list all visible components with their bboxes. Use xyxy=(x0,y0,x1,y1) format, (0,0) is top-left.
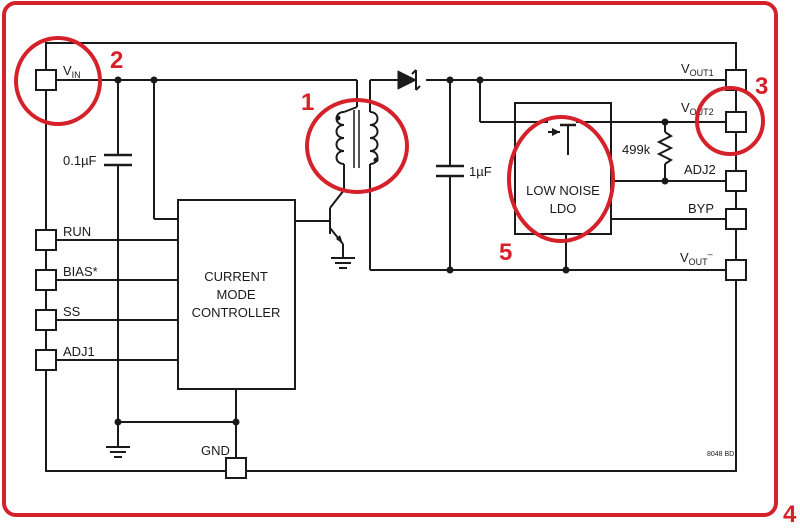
label-cap-in: 0.1µF xyxy=(63,153,97,168)
schottky-diode xyxy=(397,70,418,90)
controller-label-line1: CURRENT xyxy=(204,269,268,284)
transformer-primary xyxy=(335,111,345,165)
label-byp: BYP xyxy=(688,201,714,216)
label-vin: VIN xyxy=(63,63,81,80)
callout-number-2: 2 xyxy=(110,47,123,74)
pin-bias xyxy=(35,269,57,291)
label-gnd: GND xyxy=(201,443,230,458)
label-vout1: VOUT1 xyxy=(681,61,714,78)
controller-block xyxy=(177,199,296,390)
callout-number-4: 4 xyxy=(783,501,797,528)
part-code: 8048 BD xyxy=(707,451,734,458)
label-vout-neg: VOUT– xyxy=(680,249,713,267)
transformer-secondary xyxy=(369,111,379,165)
pin-byp xyxy=(725,208,747,230)
label-run: RUN xyxy=(63,224,91,239)
callout-circle-1 xyxy=(305,98,409,194)
label-vout2: VOUT2 xyxy=(681,100,714,117)
label-ss: SS xyxy=(63,304,81,319)
ldo-label-line2: LDO xyxy=(550,201,577,216)
callout-circle-2 xyxy=(14,36,102,126)
label-bias: BIAS* xyxy=(63,264,98,279)
callout-number-3: 3 xyxy=(755,73,768,100)
controller-label-line2: MODE xyxy=(217,287,256,302)
callout-number-5: 5 xyxy=(499,239,512,266)
pin-adj2 xyxy=(725,170,747,192)
controller-label-line3: CONTROLLER xyxy=(192,305,281,320)
pin-vout2 xyxy=(725,111,747,133)
pin-adj1 xyxy=(35,349,57,371)
label-resistor: 499k xyxy=(622,142,651,157)
callout-circle-5 xyxy=(507,115,615,243)
pin-vout-neg xyxy=(725,259,747,281)
ldo-label-line1: LOW NOISE xyxy=(526,183,600,198)
callout-frame-4 xyxy=(2,1,778,517)
chip-outline xyxy=(45,42,737,472)
label-adj2: ADJ2 xyxy=(684,162,716,177)
label-cap-out: 1µF xyxy=(469,164,492,179)
pin-ss xyxy=(35,309,57,331)
pin-run xyxy=(35,229,57,251)
callout-number-1: 1 xyxy=(301,89,314,116)
callout-circle-3 xyxy=(695,86,765,156)
resistor-499k xyxy=(656,131,674,165)
pin-gnd xyxy=(225,457,247,479)
pin-vin xyxy=(35,69,57,91)
label-adj1: ADJ1 xyxy=(63,344,95,359)
